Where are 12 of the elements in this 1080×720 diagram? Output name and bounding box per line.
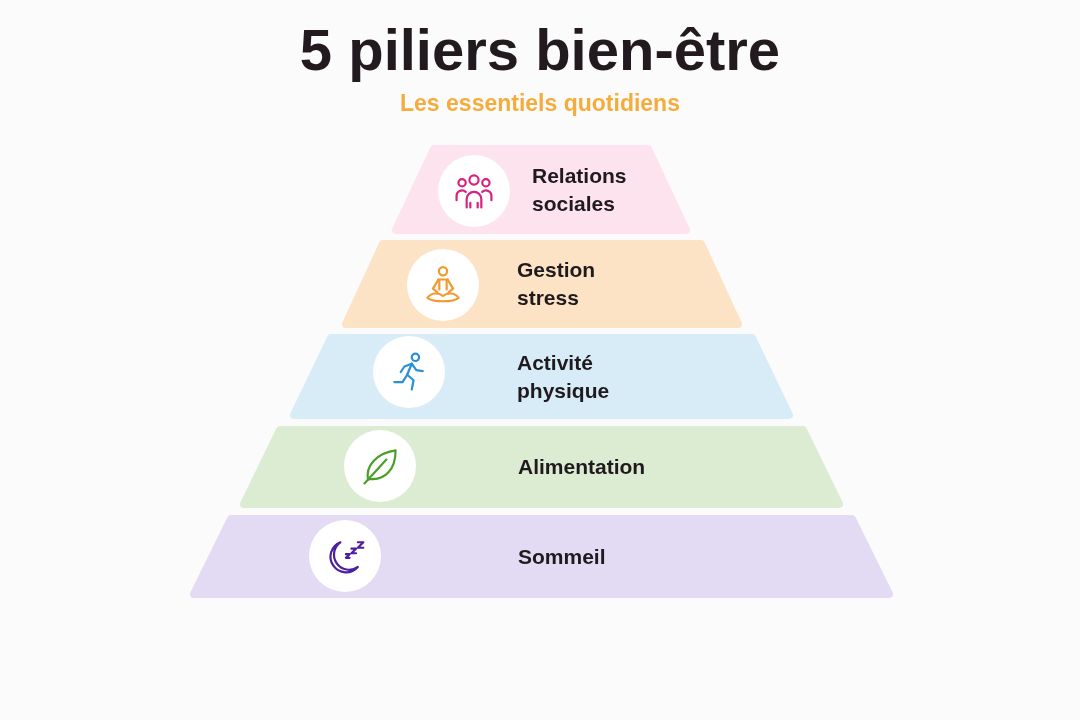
- tier-label: Relations sociales: [532, 162, 628, 217]
- tier-label: Alimentation: [518, 454, 647, 480]
- pyramid-tier: [190, 515, 893, 598]
- pyramid-tier: [392, 145, 690, 234]
- pyramid-tier: [342, 240, 742, 328]
- tier-label: Sommeil: [518, 543, 607, 570]
- pyramid-tier: [290, 334, 793, 419]
- tier-label: Activité physique: [517, 349, 611, 404]
- pyramid-tier: [240, 426, 843, 508]
- subtitle: Les essentiels quotidiens: [400, 89, 680, 118]
- tier-label: Gestion stress: [517, 257, 597, 311]
- title: 5 piliers bien-être: [299, 16, 781, 84]
